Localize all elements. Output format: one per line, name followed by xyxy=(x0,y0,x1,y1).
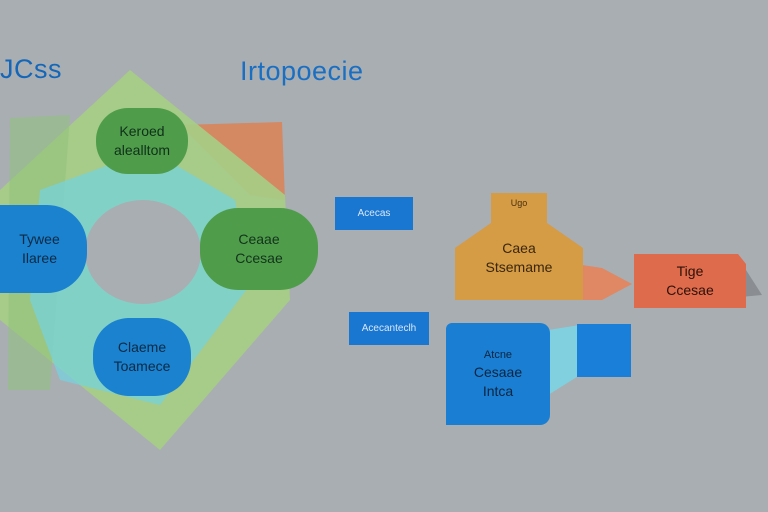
cyan-connector-shape xyxy=(548,325,580,395)
cycle-node-left-line-2: Ilaree xyxy=(21,250,58,266)
cycle-center-hole xyxy=(85,200,201,304)
cycle-node-bottom: Claeme Toamece xyxy=(93,318,191,396)
cycle-node-bottom-line-1: Claeme xyxy=(117,339,167,355)
red-flow-node-text: Tige Ccesae xyxy=(634,254,746,308)
orange-flow-node-line-1: Caea xyxy=(502,240,536,256)
orange-flow-node-shape xyxy=(455,193,583,300)
orange-flow-node-caption: Ugo xyxy=(510,198,528,208)
cycle-node-top: Keroed alealltom xyxy=(96,108,188,174)
left-title: JCss xyxy=(0,54,62,84)
red-flow-node-shape xyxy=(634,254,746,308)
red-flow-node-line-1: Tige xyxy=(676,263,704,279)
cycle-node-right-line-1: Ceaae xyxy=(238,231,280,247)
orange-flow-node-line-2: Stsemame xyxy=(485,259,553,275)
orange-flow-node-text: Caea Stsemame xyxy=(455,223,583,293)
orange-arrow-shape xyxy=(582,265,632,300)
blue-square-node xyxy=(577,324,631,377)
red-flow-node: Tige Ccesae xyxy=(634,254,746,308)
orange-flow-node: Ugo Caea Stsemame xyxy=(455,193,583,300)
blue-flow-node-line-2: Cesaae xyxy=(473,364,523,380)
cycle-node-right: Ceaae Ccesae xyxy=(200,208,318,290)
blue-flow-node-line-3: Intca xyxy=(482,383,514,399)
tag-upper: Acecas xyxy=(335,197,413,230)
cycle-node-left: Tywee Ilaree xyxy=(0,205,87,293)
cycle-node-top-line-2: alealltom xyxy=(113,142,171,158)
blue-flow-node-line-1: Atcne xyxy=(483,349,513,361)
tag-lower: Acecanteclh xyxy=(349,312,429,345)
right-title: Irtopoecie xyxy=(240,56,364,86)
cycle-node-top-line-1: Keroed xyxy=(119,123,165,139)
cycle-node-left-line-1: Tywee xyxy=(19,231,60,247)
red-flow-node-line-2: Ccesae xyxy=(666,282,714,298)
blue-flow-node: Atcne Cesaae Intca xyxy=(446,323,550,425)
cycle-node-right-line-2: Ccesae xyxy=(235,250,283,266)
cycle-node-bottom-line-2: Toamece xyxy=(113,358,171,374)
